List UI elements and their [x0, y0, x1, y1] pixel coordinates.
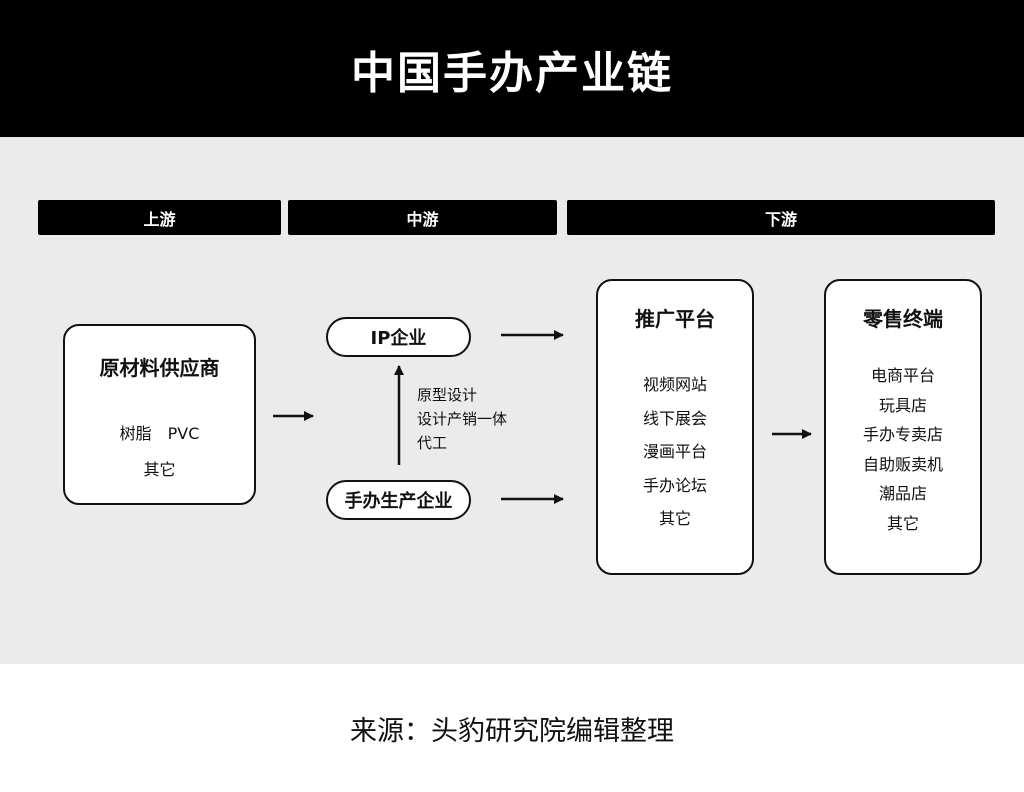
note-line: 代工: [417, 434, 448, 452]
source-note: 来源：头豹研究院编辑整理: [350, 715, 674, 747]
retail-terminal-title: 零售终端: [863, 307, 943, 331]
stage-bar-midstream: 中游: [288, 200, 557, 235]
promotion-platform-box: 推广平台 视频网站 线下展会 漫画平台 手办论坛 其它: [596, 279, 754, 575]
list-item: 电商平台: [870, 366, 935, 385]
list-item: 其它: [143, 460, 176, 479]
stage-bar-downstream: 下游: [567, 200, 995, 235]
stage-bar-upstream: 上游: [38, 200, 281, 235]
list-item: 树脂 PVC: [119, 424, 200, 443]
retail-terminal-box: 零售终端 电商平台 玩具店 手办专卖店 自助贩卖机 潮品店 其它: [824, 279, 982, 575]
list-item: 漫画平台: [642, 442, 707, 461]
note-line: 原型设计: [417, 386, 478, 404]
mid-note: 原型设计 设计产销一体 代工: [417, 383, 507, 455]
list-item: 视频网站: [642, 375, 707, 394]
list-item: 其它: [658, 509, 691, 528]
retail-list: 电商平台 玩具店 手办专卖店 自助贩卖机 潮品店 其它: [826, 361, 980, 538]
raw-material-list: 树脂 PVC 其它: [65, 416, 254, 488]
raw-material-supplier-box: 原材料供应商 树脂 PVC 其它: [63, 324, 256, 505]
list-item: 手办论坛: [642, 475, 707, 495]
list-item: 潮品店: [878, 484, 927, 503]
list-item: 玩具店: [878, 395, 927, 415]
ip-company-node: IP企业: [326, 317, 471, 357]
promotion-list: 视频网站 线下展会 漫画平台 手办论坛 其它: [598, 368, 752, 536]
list-item: 手办专卖店: [862, 425, 943, 444]
promotion-platform-title: 推广平台: [635, 307, 715, 331]
page-title: 中国手办产业链: [0, 0, 1024, 137]
list-item: 线下展会: [642, 408, 707, 428]
figure-manufacturer-node: 手办生产企业: [326, 480, 471, 520]
list-item: 其它: [886, 513, 919, 533]
raw-material-supplier-title: 原材料供应商: [99, 356, 220, 380]
note-line: 设计产销一体: [417, 410, 508, 428]
list-item: 自助贩卖机: [862, 454, 943, 474]
